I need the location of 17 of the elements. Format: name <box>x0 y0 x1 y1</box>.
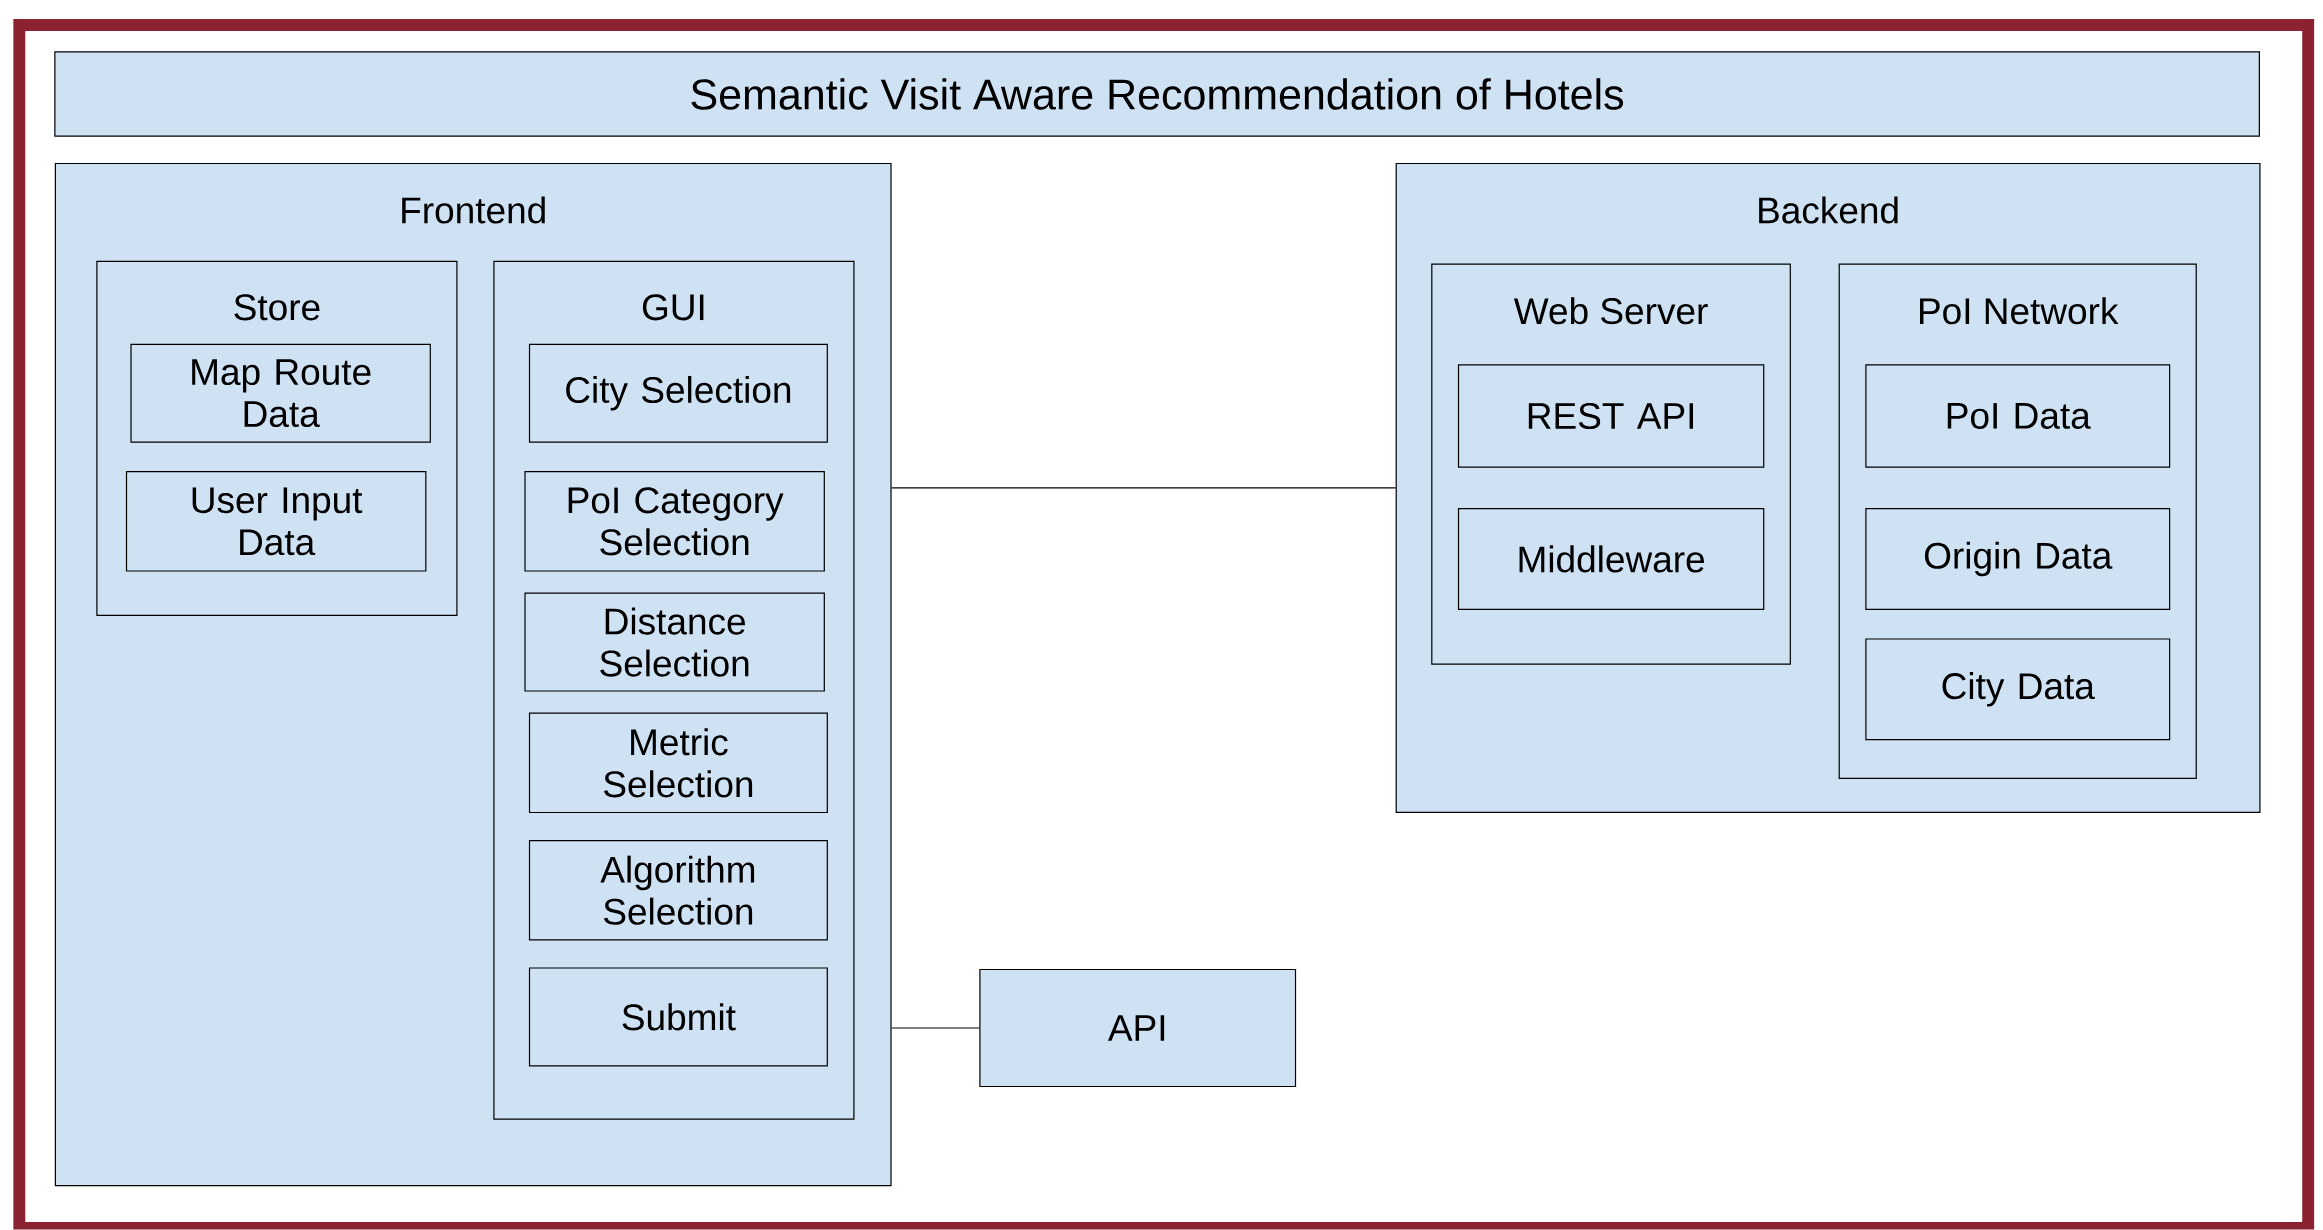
component-box: PoI Data <box>1865 364 2171 468</box>
component-box: Middleware <box>1457 508 1765 611</box>
component-box: Map Route Data <box>130 343 431 443</box>
connector-line <box>891 1027 980 1029</box>
component-box: Algorithm Selection <box>528 840 828 941</box>
component-box: City Data <box>1865 638 2171 741</box>
component-box: User Input Data <box>125 471 427 572</box>
title-banner: Semantic Visit Aware Recommendation of Hotels <box>54 51 2260 137</box>
component-box: REST API <box>1457 364 1765 468</box>
connector-line <box>891 487 1397 489</box>
component-box: Origin Data <box>1865 508 2171 611</box>
component-box: Distance Selection <box>524 592 825 692</box>
component-box: City Selection <box>528 343 828 443</box>
component-box: API <box>979 969 1297 1088</box>
component-box: PoI Category Selection <box>524 471 825 572</box>
component-box: Submit <box>528 967 828 1067</box>
component-box: Metric Selection <box>528 712 828 814</box>
